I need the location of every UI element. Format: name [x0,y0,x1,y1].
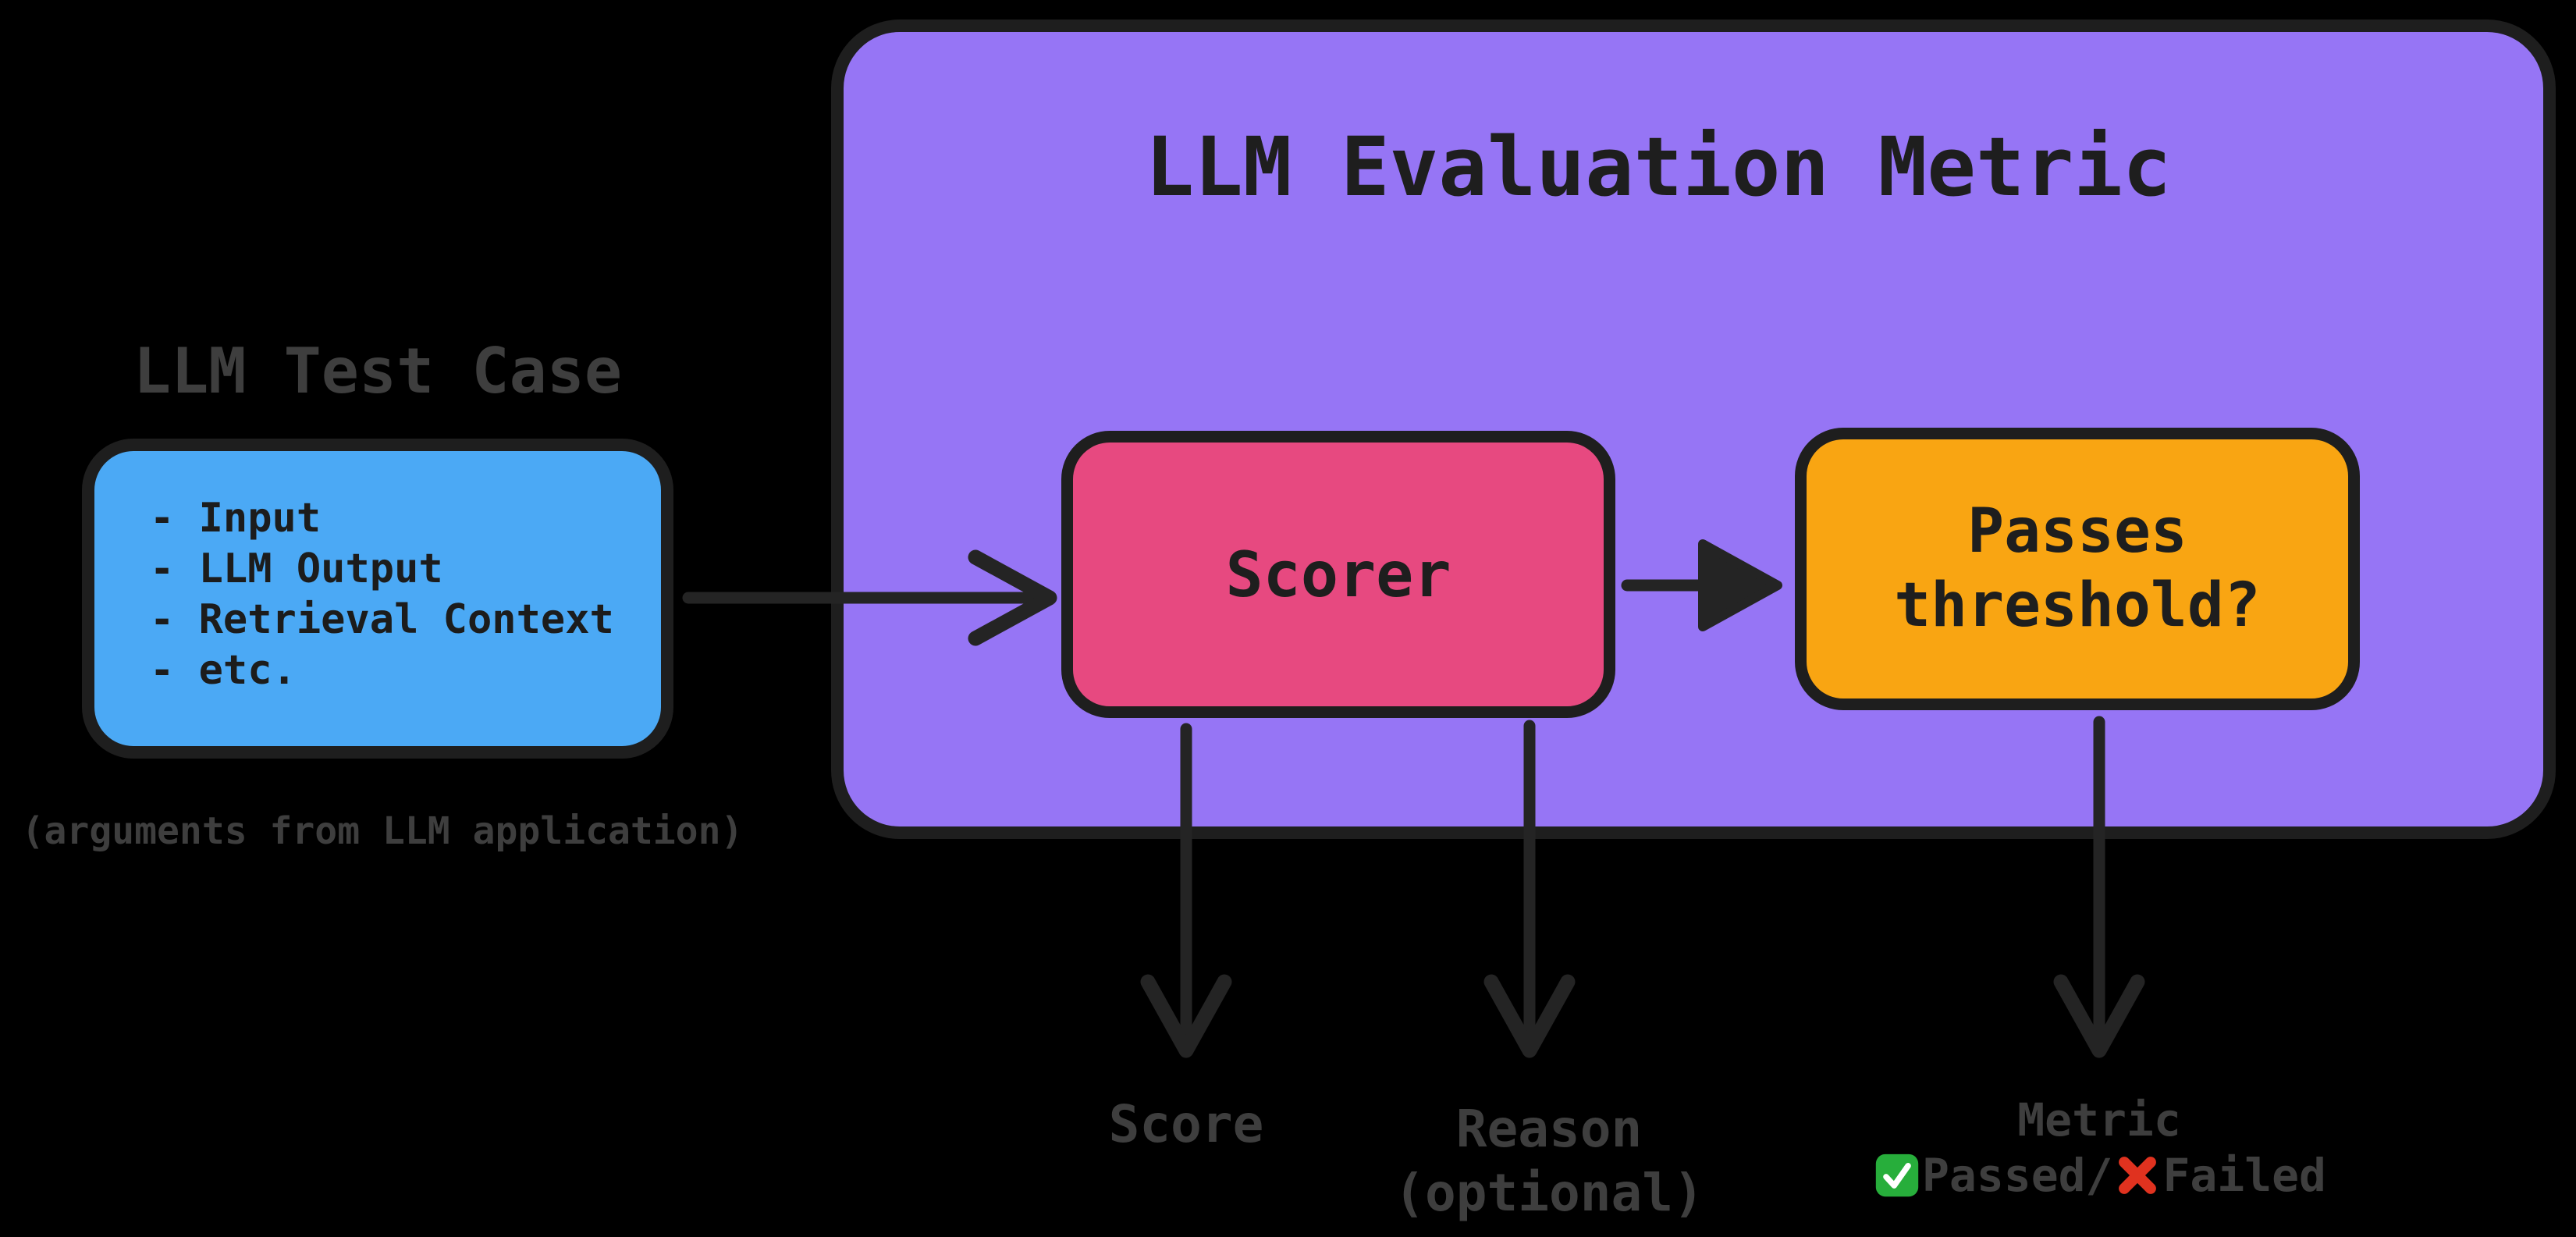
reason-label-line1: Reason [1455,1099,1643,1159]
score-output-label: Score [1108,1094,1264,1154]
test-case-box: - Input - LLM Output - Retrieval Context… [82,439,673,759]
arrow-testcase-to-scorer [682,549,1057,646]
test-case-item-etc: - etc. [150,647,297,694]
metric-label-line2: Passed/ Failed [1818,1147,2380,1203]
reason-label-line2: (optional) [1394,1163,1704,1223]
test-case-item-input: - Input [150,495,322,542]
threshold-label-line1: Passes [1967,496,2187,567]
failed-label: Failed [2162,1149,2326,1202]
test-case-item-llm-output: - LLM Output [150,546,443,592]
test-case-item-retrieval-context: - Retrieval Context [150,596,614,643]
arrow-scorer-to-reason [1483,720,1576,1058]
threshold-label-line2: threshold? [1894,571,2261,641]
arrow-scorer-to-score [1140,723,1232,1058]
arrow-threshold-to-metric [2053,716,2145,1058]
metric-output-label: Metric Passed/ Failed [1818,1093,2380,1203]
passed-label: Passed/ [1922,1149,2113,1202]
cross-icon [2119,1157,2157,1194]
test-case-caption: (arguments from LLM application) [21,809,744,853]
metric-label-line1: Metric [2017,1093,2181,1146]
scorer-label: Scorer [1225,538,1451,611]
test-case-heading: LLM Test Case [133,335,623,407]
metric-title: LLM Evaluation Metric [1145,119,2172,215]
check-icon [1875,1153,1919,1197]
scorer-node: Scorer [1061,431,1615,718]
threshold-node: Passes threshold? [1795,428,2360,710]
arrow-scorer-to-threshold [1621,539,1782,631]
reason-output-label: Reason (optional) [1315,1097,1783,1225]
